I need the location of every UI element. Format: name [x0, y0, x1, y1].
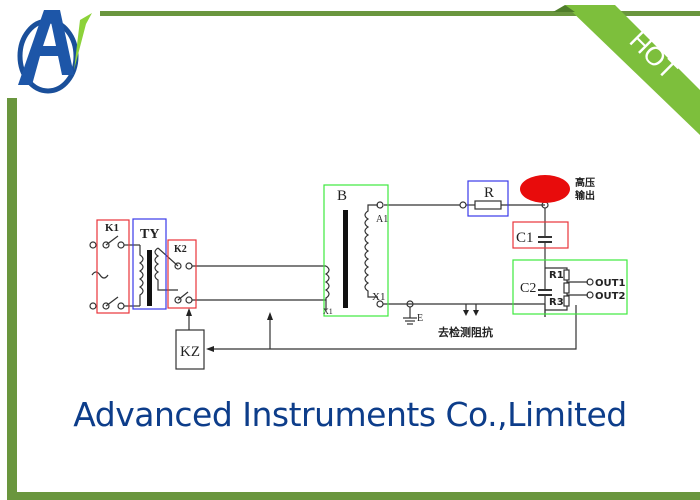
- x1-right-label: X1: [372, 291, 385, 303]
- ty-core: [147, 250, 152, 306]
- kz-label: KZ: [180, 344, 200, 360]
- watermark-text: Advanced Instruments Co.,Limited: [73, 395, 627, 434]
- b-box: [323, 184, 389, 317]
- ty-box: [132, 218, 167, 310]
- c1-box: [512, 221, 569, 249]
- c2-label: C2: [520, 281, 536, 296]
- frame-bottom: [7, 492, 700, 500]
- k1-label: K1: [105, 222, 119, 234]
- hv-output-electrode: [520, 175, 570, 203]
- arrow-heads: [186, 308, 479, 352]
- company-logo: [17, 10, 92, 94]
- frame-left: [7, 98, 17, 500]
- e-label: E: [417, 313, 423, 324]
- out1-label: OUT1: [595, 278, 625, 289]
- k1-box: [96, 219, 130, 314]
- r3-label: R3: [549, 297, 564, 308]
- hv-output-label-2: 输出: [575, 189, 595, 202]
- impedance-label: 去检测阻抗: [438, 325, 493, 339]
- r1-label: R1: [549, 270, 564, 281]
- k2-label: K2: [174, 244, 187, 255]
- a1-label: A1: [376, 214, 388, 225]
- c2-box: [512, 259, 628, 315]
- hv-output-label-1: 高压: [575, 176, 595, 189]
- k2-box: [167, 239, 197, 309]
- b-core: [343, 210, 348, 308]
- b-label: B: [337, 188, 347, 204]
- r-label: R: [484, 185, 494, 201]
- c1-label: C1: [516, 230, 534, 246]
- r-box: [467, 180, 509, 217]
- frame-top: [100, 11, 700, 16]
- hot-ribbon: HOT: [553, 5, 700, 135]
- x1-left-label: X1: [323, 307, 333, 316]
- out2-label: OUT2: [595, 291, 625, 302]
- ty-label: TY: [140, 227, 159, 242]
